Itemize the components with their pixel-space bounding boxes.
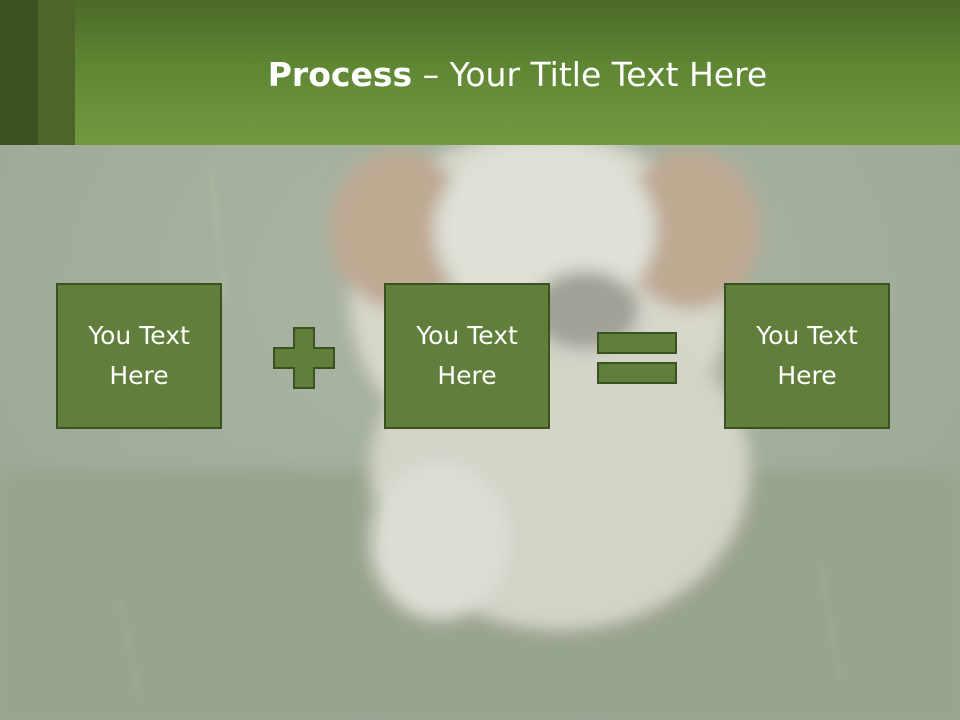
header-band: Process – Your Title Text Here (0, 0, 960, 145)
equals-icon (597, 332, 677, 384)
header-accent-stripe (0, 0, 38, 145)
background-overlay (0, 145, 960, 720)
process-box-label: You Text Here (756, 321, 858, 390)
plus-icon (273, 327, 335, 389)
slide-title[interactable]: Process – Your Title Text Here (75, 50, 960, 100)
title-bold: Process (267, 55, 413, 94)
title-rest: – Your Title Text Here (412, 55, 768, 94)
process-box-2[interactable]: You Text Here (384, 283, 550, 429)
process-box-label: You Text Here (416, 321, 518, 390)
process-box-label: You Text Here (88, 321, 190, 390)
header-accent-stripe (38, 0, 75, 145)
process-box-1[interactable]: You Text Here (56, 283, 222, 429)
process-box-3[interactable]: You Text Here (724, 283, 890, 429)
